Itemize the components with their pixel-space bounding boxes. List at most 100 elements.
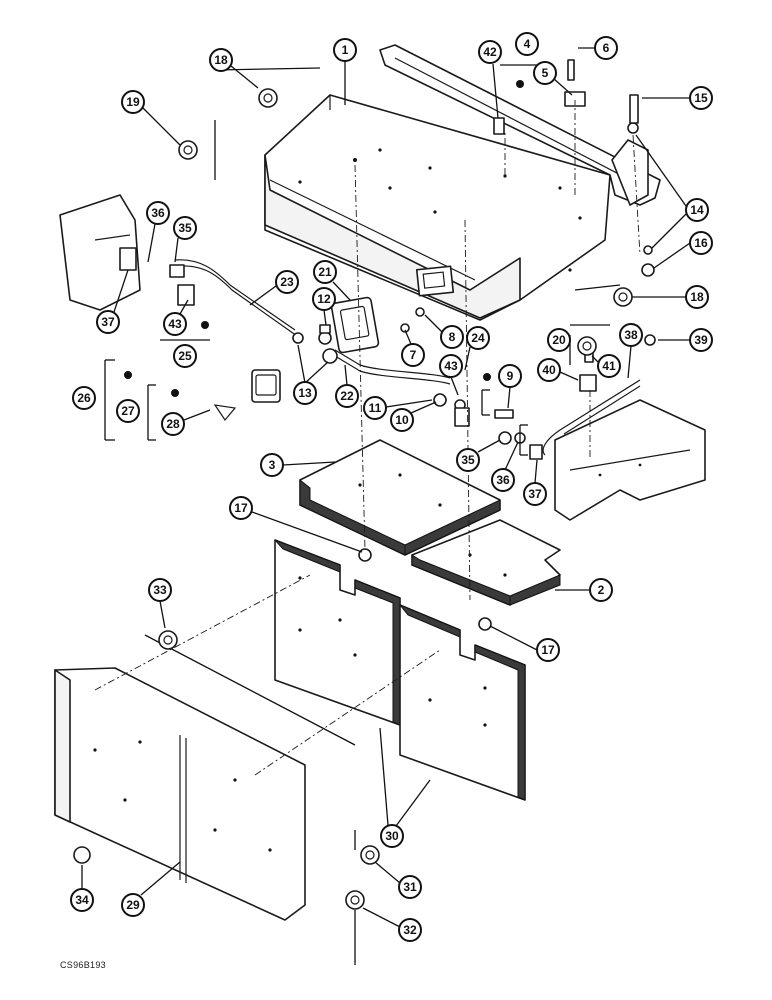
svg-text:14: 14: [690, 203, 704, 217]
svg-text:1: 1: [342, 43, 349, 57]
right-frame-fragment: [554, 399, 706, 521]
svg-text:9: 9: [507, 369, 514, 383]
left-frame-fragment: [59, 194, 141, 311]
svg-text:29: 29: [126, 898, 140, 912]
top-cover: [264, 94, 611, 321]
svg-text:37: 37: [101, 315, 115, 329]
svg-text:36: 36: [496, 473, 510, 487]
callout-17b: 17: [489, 625, 560, 662]
svg-text:32: 32: [403, 923, 417, 937]
svg-text:30: 30: [385, 829, 399, 843]
callout-17a: 17: [229, 496, 363, 553]
alignment-lines: [94, 100, 641, 776]
svg-text:2: 2: [598, 583, 605, 597]
callout-43b: 43: [439, 354, 463, 396]
svg-text:26: 26: [77, 391, 91, 405]
svg-text:24: 24: [471, 331, 485, 345]
callout-3: 3: [260, 453, 336, 477]
svg-text:36: 36: [151, 206, 165, 220]
svg-text:35: 35: [178, 221, 192, 235]
callout-15: 15: [642, 86, 713, 110]
svg-text:15: 15: [694, 91, 708, 105]
svg-text:17: 17: [234, 501, 248, 515]
svg-text:18: 18: [690, 290, 704, 304]
callout-20: 20: [547, 328, 571, 352]
group-brackets: [104, 64, 621, 965]
svg-text:33: 33: [153, 583, 167, 597]
callout-26: 26: [72, 386, 96, 410]
foam-panel-left: [274, 539, 401, 726]
callout-41: 41: [591, 354, 621, 378]
callout-16: 16: [653, 231, 713, 269]
callout-12: 12: [312, 287, 336, 326]
nut-symbol-20: [577, 336, 597, 356]
callout-10: 10: [390, 401, 437, 432]
svg-text:3: 3: [269, 458, 276, 472]
svg-text:7: 7: [410, 348, 417, 362]
nut-symbol-33: [158, 630, 178, 650]
svg-text:21: 21: [318, 265, 332, 279]
nut-symbol-31: [360, 845, 380, 865]
callout-36b: 36: [491, 441, 519, 492]
svg-text:12: 12: [317, 292, 331, 306]
svg-text:35: 35: [461, 453, 475, 467]
center-latch-rod: [334, 349, 451, 385]
svg-text:40: 40: [542, 363, 556, 377]
svg-text:11: 11: [369, 401, 382, 415]
callout-11: 11: [363, 396, 433, 420]
svg-text:42: 42: [483, 45, 497, 59]
callouts: 1 2 3 4 5 6 7 8 9 10 11 12 13 14 15 16 1…: [70, 32, 713, 942]
callout-42: 42: [478, 40, 502, 119]
svg-text:27: 27: [121, 404, 135, 418]
svg-text:28: 28: [166, 417, 180, 431]
callout-5: 5: [533, 61, 573, 96]
nut-symbol-18b: [613, 287, 633, 307]
callout-35b: 35: [456, 439, 501, 472]
callout-21: 21: [313, 260, 351, 301]
callout-14: 14: [635, 134, 709, 249]
svg-text:16: 16: [694, 236, 708, 250]
callout-7: 7: [401, 329, 425, 367]
svg-text:43: 43: [444, 359, 458, 373]
svg-text:10: 10: [395, 413, 409, 427]
svg-text:6: 6: [603, 41, 610, 55]
callout-13: 13: [293, 344, 329, 405]
hardware-cluster: [73, 59, 656, 864]
callout-36a: 36: [146, 201, 170, 263]
callout-35a: 35: [173, 216, 197, 263]
latch-assembly: [213, 296, 380, 422]
callout-19: 19: [121, 90, 181, 146]
support-bracket: [379, 44, 661, 206]
callout-2: 2: [555, 578, 613, 602]
callout-29: 29: [121, 861, 181, 917]
callout-39: 39: [658, 328, 713, 352]
svg-text:39: 39: [694, 333, 708, 347]
hardware-symbols: [158, 88, 633, 910]
callout-9: 9: [498, 364, 522, 409]
svg-text:4: 4: [524, 37, 531, 51]
callout-34: 34: [70, 865, 94, 912]
callout-32: 32: [362, 907, 422, 942]
svg-text:37: 37: [528, 487, 542, 501]
right-latch-rod: [542, 379, 641, 456]
callout-37a: 37: [96, 269, 129, 334]
callout-27: 27: [116, 399, 140, 423]
callout-22: 22: [335, 364, 359, 408]
svg-text:8: 8: [449, 330, 456, 344]
svg-text:41: 41: [602, 359, 616, 373]
callout-43a: 43: [163, 299, 189, 336]
left-latch-rod: [169, 259, 298, 337]
callout-1: 1: [333, 38, 357, 105]
callout-37b: 37: [523, 459, 547, 506]
svg-text:19: 19: [126, 95, 140, 109]
callout-40: 40: [537, 358, 579, 382]
svg-text:23: 23: [280, 275, 294, 289]
callout-31: 31: [374, 861, 422, 899]
callout-38: 38: [619, 323, 643, 379]
svg-text:20: 20: [552, 333, 566, 347]
svg-text:18: 18: [214, 53, 228, 67]
foam-pad-side: [411, 519, 561, 606]
svg-text:38: 38: [624, 328, 638, 342]
svg-text:5: 5: [542, 66, 549, 80]
